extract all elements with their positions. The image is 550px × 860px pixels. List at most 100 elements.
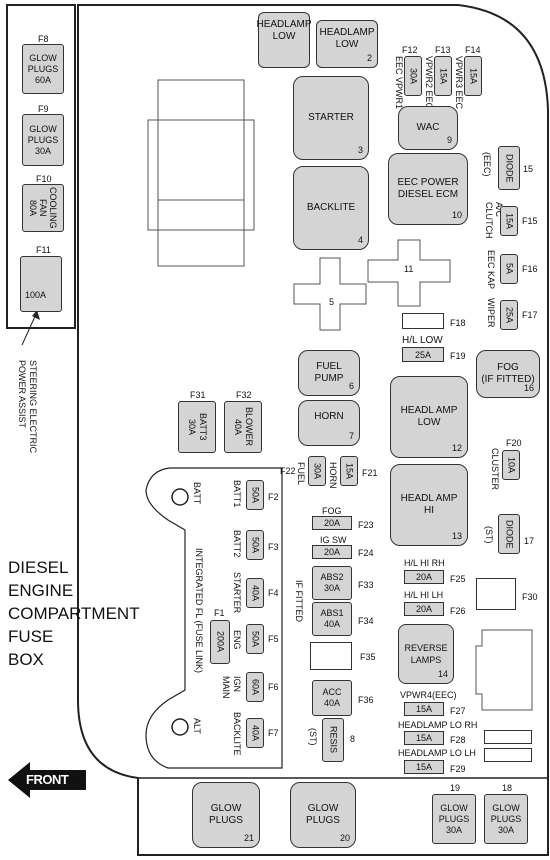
fuse-f11[interactable]: 100A xyxy=(20,256,62,312)
relay-reverse-lamps[interactable]: REVERSE LAMPS 14 xyxy=(398,624,454,684)
cross-5-num: 5 xyxy=(329,297,335,307)
fuse-f20[interactable]: 10A xyxy=(502,450,520,480)
f35-id: F35 xyxy=(360,652,376,662)
relay-fuel-pump[interactable]: FUEL PUMP 6 xyxy=(298,350,360,396)
fuse-f15[interactable]: 15A xyxy=(500,206,518,236)
f24-name: IG SW xyxy=(320,535,347,545)
fuse-f14[interactable]: 15A xyxy=(464,56,482,96)
resis-label: RESIS xyxy=(328,726,339,754)
f29-id: F29 xyxy=(450,764,466,774)
fuse-f26[interactable]: 20A xyxy=(404,602,444,616)
reverse-num: 14 xyxy=(437,669,448,679)
f25-name: H/L HI RH xyxy=(404,558,445,568)
f5-id: F5 xyxy=(268,634,279,644)
f7-id: F7 xyxy=(268,728,279,738)
fuse-f32[interactable]: BLOWER 40A xyxy=(224,401,262,453)
fuse-f9[interactable]: GLOW PLUGS 30A xyxy=(22,114,64,166)
fuse-f31[interactable]: BATT3 30A xyxy=(178,401,216,453)
fuse-f1[interactable]: 200A xyxy=(210,620,230,664)
f10-id: F10 xyxy=(36,174,52,184)
alt-label: ALT xyxy=(192,718,202,734)
relay-headlamp-low-1[interactable]: HEADLAMP LOW xyxy=(257,12,312,68)
f10-label: COOLING FAN 80A xyxy=(28,187,58,229)
fuse-f21[interactable]: 15A xyxy=(340,456,358,486)
steering-label: STEERING ELECTRIC POWER ASSIST xyxy=(17,360,38,454)
spare-slot-2 xyxy=(484,748,532,762)
fuse-f17[interactable]: 25A xyxy=(500,300,518,330)
f14-amp: 15A xyxy=(468,67,479,84)
relay-glow-plugs-20[interactable]: GLOW PLUGS 20 xyxy=(290,782,356,848)
f3-id: F3 xyxy=(268,542,279,552)
f21-id: F21 xyxy=(362,468,378,478)
relay-headl-amp-hi[interactable]: HEADL AMP HI 13 xyxy=(390,464,468,546)
horn-num: 7 xyxy=(348,431,354,441)
fuel-pump-label: FUEL PUMP xyxy=(314,361,344,384)
f17-id: F17 xyxy=(522,310,538,320)
fuse-f2[interactable]: 50A xyxy=(246,480,264,510)
fuse-f36[interactable]: ACC 40A xyxy=(312,680,352,716)
fuse-glow-plugs-19[interactable]: GLOW PLUGS 30A xyxy=(432,794,476,844)
f5-amp: 50A xyxy=(250,630,261,647)
fuse-f28[interactable]: 15A xyxy=(404,731,444,745)
if-fitted-label: IF FITTED xyxy=(294,580,304,622)
fuse-f3[interactable]: 50A xyxy=(246,530,264,560)
resistor-8[interactable]: RESIS xyxy=(322,718,344,762)
glow-21-label: GLOW PLUGS xyxy=(209,803,243,826)
fuse-f29[interactable]: 15A xyxy=(404,760,444,774)
fuse-f4[interactable]: 40A xyxy=(246,578,264,608)
fuse-f23[interactable]: 20A xyxy=(312,516,352,530)
f33-id: F33 xyxy=(358,580,374,590)
f18-id: F18 xyxy=(450,318,466,328)
fuse-f13[interactable]: 15A xyxy=(434,56,452,96)
f19-id: F19 xyxy=(450,351,466,361)
f3-amp: 50A xyxy=(250,536,261,553)
diode-17[interactable]: DIODE xyxy=(498,514,520,554)
relay-glow-plugs-21[interactable]: GLOW PLUGS 21 xyxy=(192,782,260,848)
relay-headlamp-low-2[interactable]: HEADLAMP LOW 2 xyxy=(316,20,378,68)
diode-15-label: DIODE xyxy=(504,153,515,183)
headl-amp-low-num: 12 xyxy=(451,443,462,453)
fuse-f19[interactable]: 25A xyxy=(402,347,444,362)
relay-eec-power[interactable]: EEC POWER DIESEL ECM 10 xyxy=(388,153,468,225)
fuse-f12[interactable]: 30A xyxy=(404,56,422,96)
fuse-f16[interactable]: 5A xyxy=(500,254,518,284)
fuse-f5[interactable]: 50A xyxy=(246,624,264,654)
fuse-f30[interactable] xyxy=(476,578,516,610)
relay-starter[interactable]: STARTER 3 xyxy=(293,76,369,160)
f27-name: VPWR4(EEC) xyxy=(400,690,457,700)
f22-amp: 30A xyxy=(312,462,323,479)
fuse-f6[interactable]: 60A xyxy=(246,672,264,702)
relay-backlite[interactable]: BACKLITE 4 xyxy=(293,166,369,250)
glow-21-num: 21 xyxy=(243,833,254,843)
fuse-f7[interactable]: 40A xyxy=(246,718,264,748)
relay-fog[interactable]: FOG (IF FITTED) 16 xyxy=(476,350,540,398)
f26-id: F26 xyxy=(450,606,466,616)
fuse-f33[interactable]: ABS2 30A xyxy=(312,566,352,600)
fuse-f10[interactable]: COOLING FAN 80A xyxy=(22,184,64,232)
diode-15[interactable]: DIODE xyxy=(498,146,520,190)
f32-id: F32 xyxy=(236,390,252,400)
f6-id: F6 xyxy=(268,682,279,692)
fuse-f27[interactable]: 15A xyxy=(404,702,444,716)
fuse-f24[interactable]: 20A xyxy=(312,545,352,559)
backlite-label: BACKLITE xyxy=(306,202,356,213)
relay-horn[interactable]: HORN 7 xyxy=(298,400,360,446)
f22-id: F22 xyxy=(280,466,296,476)
glow-18-num: 18 xyxy=(502,783,513,793)
starter-num: 3 xyxy=(357,145,363,155)
relay-wac[interactable]: WAC 9 xyxy=(398,106,458,150)
f7-amp: 40A xyxy=(250,724,261,741)
fuse-glow-plugs-18[interactable]: GLOW PLUGS 30A xyxy=(484,794,528,844)
fuse-f22[interactable]: 30A xyxy=(308,456,326,486)
f2-id: F2 xyxy=(268,492,279,502)
f11-id: F11 xyxy=(36,245,51,255)
f8-id: F8 xyxy=(38,34,49,44)
fuse-f34[interactable]: ABS1 40A xyxy=(312,602,352,636)
fuse-f18[interactable] xyxy=(402,313,444,329)
fuse-f8[interactable]: GLOW PLUGS 60A xyxy=(22,44,64,94)
relay-headl-amp-low[interactable]: HEADL AMP LOW 12 xyxy=(390,376,468,458)
fuse-f25[interactable]: 20A xyxy=(404,570,444,584)
headl-amp-low-label: HEADL AMP LOW xyxy=(400,405,458,428)
fuse-f35[interactable] xyxy=(310,642,352,670)
